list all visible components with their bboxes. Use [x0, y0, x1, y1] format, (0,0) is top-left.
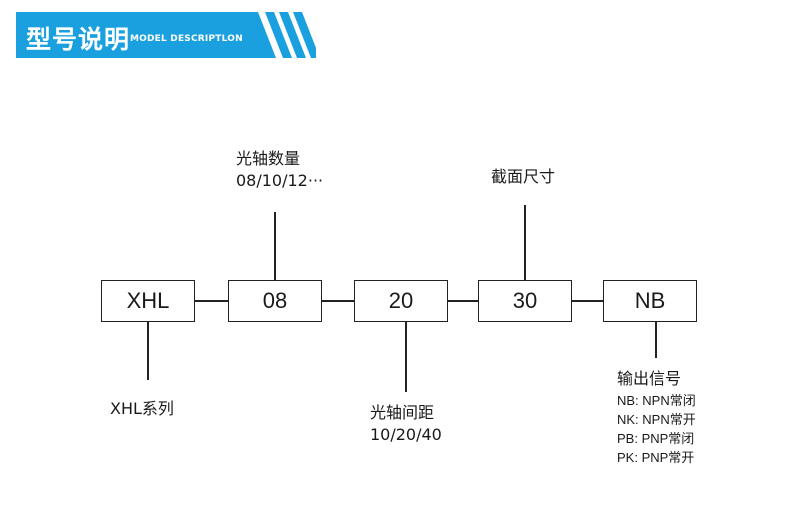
- output-option-pb: PB: PNP常闭: [617, 431, 695, 446]
- leader-line-shaft-spacing: [405, 322, 407, 392]
- header-banner: 型号说明 MODEL DESCRIPTLON: [16, 12, 316, 58]
- header-subtitle: MODEL DESCRIPTLON: [130, 34, 243, 44]
- box-output: NB: [603, 280, 697, 322]
- label-shaft-qty-values: 08/10/12···: [236, 171, 324, 190]
- label-shaft-spacing-title: 光轴间距: [370, 403, 435, 422]
- box-shaft-spacing: 20: [354, 280, 448, 322]
- leader-line-series: [147, 322, 149, 380]
- label-shaft-spacing-values: 10/20/40: [370, 425, 442, 444]
- output-option-nb: NB: NPN常闭: [617, 393, 696, 408]
- leader-line-shaft-qty: [274, 212, 276, 280]
- label-shaft-qty-title: 光轴数量: [236, 149, 301, 168]
- box-section-size: 30: [478, 280, 572, 322]
- output-option-pk: PK: PNP常开: [617, 450, 695, 465]
- connector-line: [195, 300, 228, 302]
- output-option-nk: NK: NPN常开: [617, 412, 696, 427]
- leader-line-output: [655, 322, 657, 358]
- leader-line-section-size: [524, 205, 526, 280]
- header-background: [16, 12, 316, 58]
- label-output-title: 输出信号: [617, 369, 682, 388]
- label-xhl-series: XHL系列: [110, 399, 174, 418]
- connector-line: [322, 300, 354, 302]
- box-shaft-qty: 08: [228, 280, 322, 322]
- connector-line: [572, 300, 603, 302]
- header-title: 型号说明: [26, 25, 131, 54]
- label-section-size: 截面尺寸: [491, 167, 556, 186]
- connector-line: [448, 300, 478, 302]
- box-series: XHL: [101, 280, 195, 322]
